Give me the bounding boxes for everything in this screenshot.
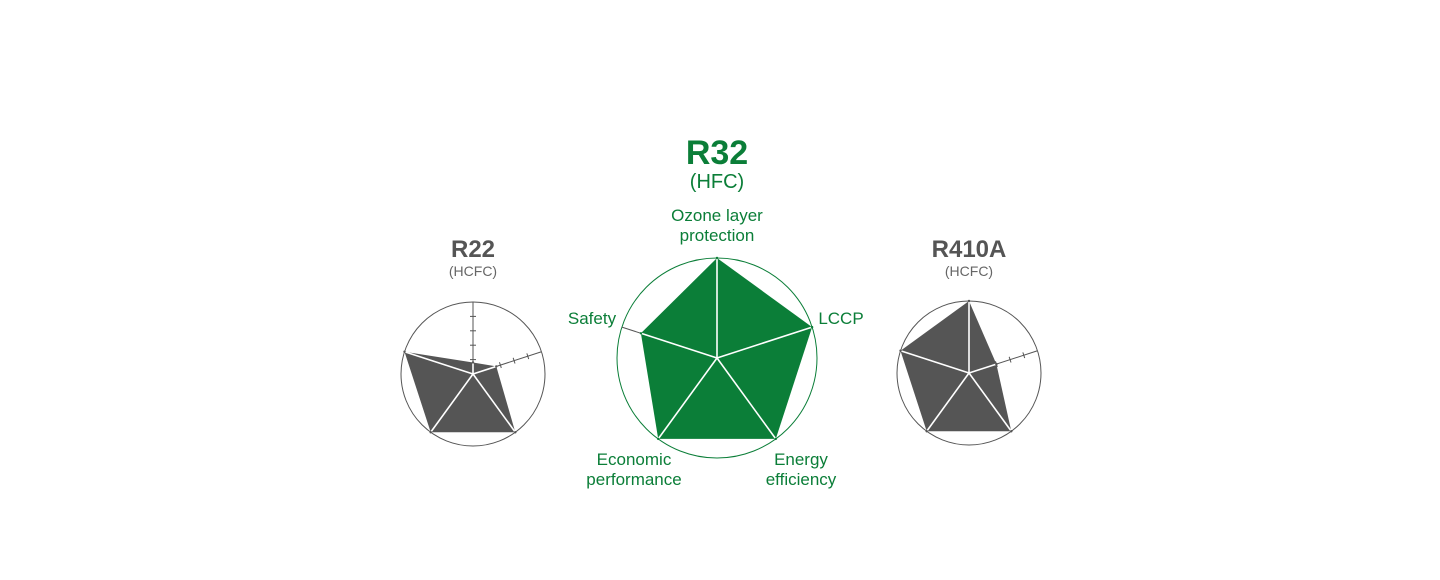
r22-title: R22 bbox=[450, 236, 496, 263]
axis-label-ozone-layer-protection: Ozone layer protection bbox=[671, 206, 763, 245]
axis-label-safety: Safety bbox=[567, 309, 617, 328]
r410a-point-0 bbox=[967, 299, 971, 303]
r410a-tick-1-3 bbox=[1008, 356, 1012, 363]
axis-label-energy-efficiency: Energy efficiency bbox=[765, 450, 837, 489]
r410a-tick-1-4 bbox=[1022, 352, 1026, 359]
r22-point-2 bbox=[514, 431, 517, 434]
r32-spoke-3 bbox=[657, 357, 718, 440]
r410a-point-2 bbox=[1010, 430, 1013, 433]
r22-spoke-3 bbox=[430, 373, 474, 433]
r32-point-0 bbox=[715, 256, 719, 260]
r410a-spoke-3 bbox=[926, 372, 970, 432]
axis-label-lccp: LCCP bbox=[818, 309, 864, 328]
r410a-data-area bbox=[900, 301, 1012, 432]
r32-spoke-2 bbox=[716, 357, 777, 440]
r22-point-0 bbox=[471, 361, 475, 364]
r22-point-1 bbox=[495, 365, 498, 368]
r410a-point-3 bbox=[925, 430, 928, 433]
r22-spoke-2 bbox=[472, 373, 516, 433]
r32-point-1 bbox=[810, 325, 814, 329]
r410a-point-1 bbox=[995, 362, 998, 366]
r410a-spoke-2 bbox=[968, 372, 1012, 432]
r32-data-area bbox=[640, 258, 813, 439]
r410a-spoke-1 bbox=[968, 363, 997, 374]
r22-subtitle: (HCFC) bbox=[448, 263, 498, 279]
r410a-point-4 bbox=[899, 349, 902, 352]
axis-label-economic-performance: Economic performance bbox=[586, 450, 682, 489]
r22-spoke-4 bbox=[404, 350, 474, 375]
r410a-title: R410A bbox=[931, 236, 1007, 263]
r22-point-4 bbox=[403, 350, 406, 353]
r32-spoke-4 bbox=[640, 332, 718, 359]
r410a-spoke-4 bbox=[900, 349, 970, 374]
r22-point-3 bbox=[429, 431, 432, 434]
r22-tick-1-4 bbox=[526, 353, 530, 360]
r22-tick-1-2 bbox=[498, 362, 502, 369]
r32-subtitle: (HFC) bbox=[689, 171, 745, 193]
r22-tick-1-3 bbox=[512, 357, 516, 364]
r32-point-2 bbox=[774, 437, 777, 441]
r32-point-3 bbox=[657, 437, 660, 441]
r32-title: R32 bbox=[685, 134, 749, 172]
r22-spoke-1 bbox=[472, 365, 497, 375]
r32-spoke-1 bbox=[716, 326, 813, 359]
r32-point-4 bbox=[639, 332, 643, 335]
r410a-subtitle: (HCFC) bbox=[944, 263, 994, 279]
